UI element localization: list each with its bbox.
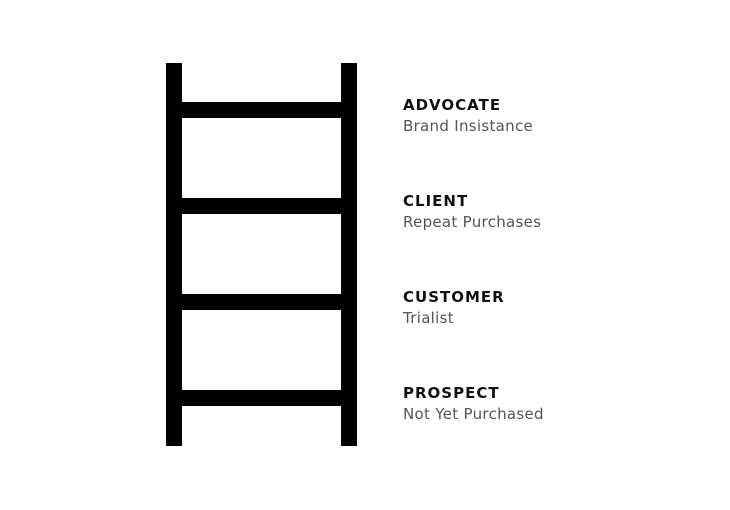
stage-prospect: PROSPECT Not Yet Purchased	[403, 383, 703, 425]
stage-subtitle: Trialist	[403, 309, 454, 327]
ladder-left-rail	[166, 63, 182, 446]
stage-title: CUSTOMER	[403, 288, 505, 306]
ladder-rung-prospect	[166, 390, 357, 406]
stage-advocate: ADVOCATE Brand Insistance	[403, 95, 703, 137]
ladder-right-rail	[341, 63, 357, 446]
ladder-rung-advocate	[166, 102, 357, 118]
stage-subtitle: Repeat Purchases	[403, 213, 542, 231]
stage-subtitle: Not Yet Purchased	[403, 405, 544, 423]
stage-subtitle: Brand Insistance	[403, 117, 534, 135]
stage-title: CLIENT	[403, 192, 469, 210]
stage-title: ADVOCATE	[403, 96, 502, 114]
stage-client: CLIENT Repeat Purchases	[403, 191, 703, 233]
stage-customer: CUSTOMER Trialist	[403, 287, 703, 329]
ladder-rung-customer	[166, 294, 357, 310]
stage-title: PROSPECT	[403, 384, 500, 402]
ladder-rung-client	[166, 198, 357, 214]
